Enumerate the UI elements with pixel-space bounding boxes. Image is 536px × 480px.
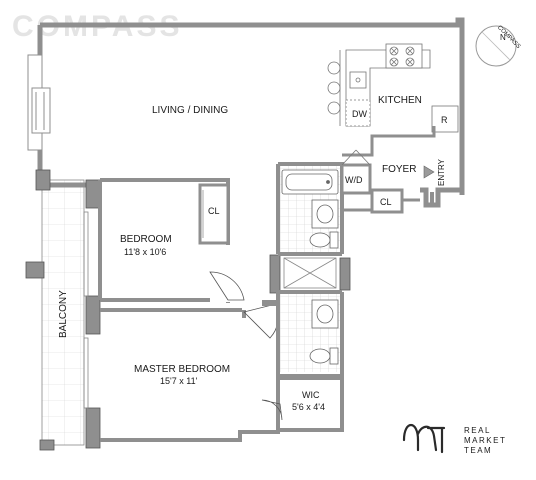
master-bedroom-walls — [100, 308, 280, 442]
rmt-mark — [402, 423, 446, 454]
bar-stools — [327, 50, 341, 126]
toilets — [309, 231, 339, 365]
kitchen-counter — [345, 43, 459, 133]
bedroom-closet — [198, 183, 230, 245]
label-bedroom-dims: 11'8 x 10'6 — [124, 247, 166, 257]
label-wd: W/D — [345, 175, 363, 185]
label-bedroom: BEDROOM — [120, 234, 172, 245]
label-entry: ENTRY — [437, 158, 446, 186]
wic-door — [261, 399, 283, 421]
real-market-team-logo: REAL MARKET TEAM — [402, 423, 506, 455]
logo-line-3: TEAM — [464, 446, 492, 455]
label-balcony: BALCONY — [58, 290, 69, 338]
label-foyer: FOYER — [382, 164, 416, 175]
walk-in-closet — [276, 376, 344, 432]
label-bedroom-closet: CL — [208, 206, 220, 216]
bathroom-walls — [276, 162, 344, 378]
structural-columns — [25, 169, 351, 451]
kitchen-wall — [342, 126, 436, 157]
logo-line-1: REAL — [464, 426, 491, 435]
balcony-floor — [41, 179, 85, 446]
label-r: R — [441, 115, 448, 125]
wd-closet — [340, 163, 372, 195]
shower-stall — [283, 257, 337, 289]
logo-line-2: MARKET — [464, 436, 506, 445]
master-door — [243, 303, 279, 339]
bedroom-door — [209, 271, 245, 301]
label-master-dims: 15'7 x 11' — [160, 376, 198, 386]
label-foyer-closet: CL — [380, 197, 392, 207]
label-dw: DW — [352, 109, 367, 119]
entry-arrow — [423, 165, 435, 179]
sinks — [311, 199, 339, 329]
bedroom-walls — [98, 178, 230, 303]
bathtub — [281, 169, 339, 195]
label-kitchen: KITCHEN — [378, 95, 422, 106]
label-wic-dims: 5'6 x 4'4 — [292, 402, 325, 412]
label-living-dining: LIVING / DINING — [152, 105, 228, 116]
window-bay — [27, 54, 51, 151]
label-master-bedroom: MASTER BEDROOM — [134, 364, 230, 375]
label-wic: WIC — [302, 390, 320, 400]
balcony-rail — [83, 211, 89, 409]
compass-north: N — [500, 33, 506, 42]
compass-rose: COMPASS N — [475, 25, 521, 67]
